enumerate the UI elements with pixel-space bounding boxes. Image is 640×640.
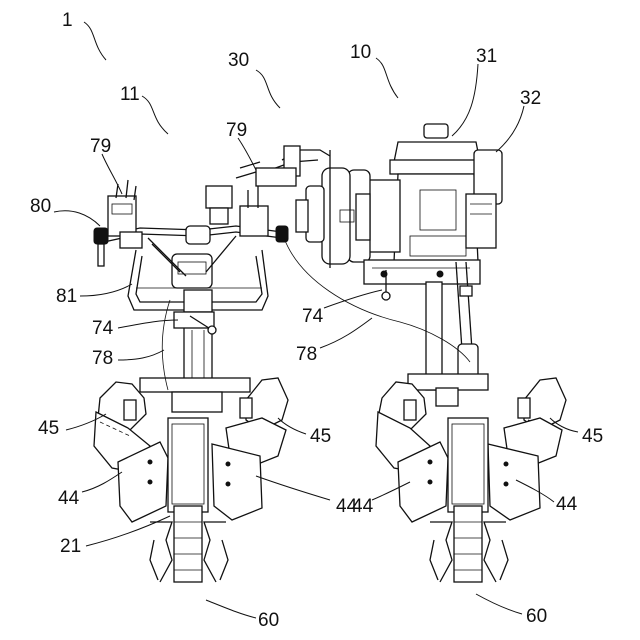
label-78-right: 78 bbox=[296, 344, 317, 365]
label-60-right: 60 bbox=[526, 606, 547, 627]
label-44-d: 44 bbox=[556, 494, 578, 515]
label-44-c: 44 bbox=[352, 496, 374, 517]
engine-assembly bbox=[296, 124, 502, 300]
right-tiller bbox=[376, 378, 566, 582]
label-79-right: 79 bbox=[226, 120, 247, 141]
label-1: 1 bbox=[62, 10, 73, 31]
label-80: 80 bbox=[30, 196, 51, 217]
label-79-left: 79 bbox=[90, 136, 111, 157]
label-11: 11 bbox=[120, 84, 140, 105]
label-21: 21 bbox=[60, 536, 81, 557]
left-handle-unit bbox=[94, 146, 330, 412]
label-31: 31 bbox=[476, 46, 497, 67]
label-60-left: 60 bbox=[258, 610, 279, 631]
label-30: 30 bbox=[228, 50, 249, 71]
label-32: 32 bbox=[520, 88, 541, 109]
label-45-middle: 45 bbox=[310, 426, 331, 447]
label-45-left: 45 bbox=[38, 418, 59, 439]
label-44-a: 44 bbox=[58, 488, 80, 509]
label-78-left: 78 bbox=[92, 348, 113, 369]
label-45-right: 45 bbox=[582, 426, 603, 447]
label-74-left: 74 bbox=[92, 318, 114, 339]
label-81: 81 bbox=[56, 286, 77, 307]
label-10: 10 bbox=[350, 42, 371, 63]
label-74-right: 74 bbox=[302, 306, 324, 327]
